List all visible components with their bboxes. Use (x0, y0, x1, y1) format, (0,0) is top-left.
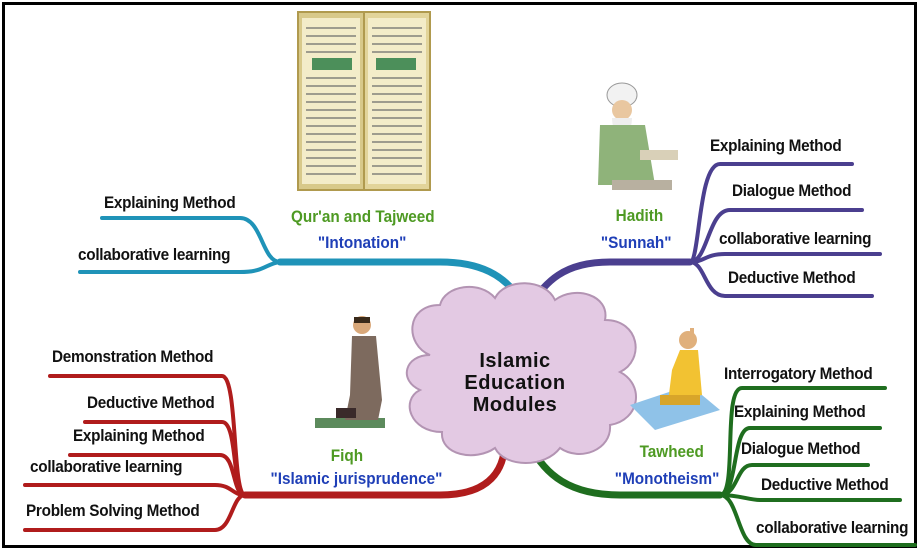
tawheed-title: Tawheed (639, 442, 704, 461)
quran-method-2: collaborative learning (78, 245, 231, 264)
quran-subtitle: "Intonation" (317, 233, 407, 252)
kneeling-man-illustration (315, 316, 385, 428)
tawheed-method-4: Deductive Method (761, 475, 889, 494)
fiqh-title: Fiqh (330, 446, 364, 465)
center-cloud (405, 282, 637, 464)
quran-method-1: Explaining Method (104, 193, 236, 212)
hadith-subtitle: "Sunnah" (600, 233, 672, 252)
fiqh-method-1: Demonstration Method (52, 347, 214, 366)
hadith-method-4: Deductive Method (728, 268, 856, 287)
hadith-method-3: collaborative learning (719, 229, 872, 248)
tawheed-method-5: collaborative learning (756, 518, 909, 537)
quran-title: Qur'an and Tajweed (290, 207, 435, 226)
hadith-method-1: Explaining Method (710, 136, 842, 155)
hadith-title: Hadith (615, 206, 664, 225)
fiqh-branch-lines (23, 374, 509, 532)
fiqh-method-3: Explaining Method (73, 426, 205, 445)
center-line-1: Islamic (479, 350, 551, 372)
tawheed-method-1: Interrogatory Method (724, 364, 873, 383)
center-line-3: Modules (472, 394, 558, 416)
scholar-reading-illustration (598, 82, 678, 190)
fiqh-method-5: Problem Solving Method (26, 501, 200, 520)
fiqh-subtitle: "Islamic jurisprudence" (270, 469, 443, 488)
fiqh-method-4: collaborative learning (30, 457, 183, 476)
hadith-method-2: Dialogue Method (732, 181, 852, 200)
tawheed-method-3: Dialogue Method (741, 439, 861, 458)
fiqh-method-2: Deductive Method (87, 393, 215, 412)
diagram-frame (2, 2, 917, 548)
center-topic: Islamic Education Modules (440, 350, 590, 416)
center-line-2: Education (464, 372, 566, 394)
quran-book-illustration (297, 11, 431, 191)
tawheed-subtitle: "Monotheism" (614, 469, 720, 488)
praying-man-illustration (630, 328, 720, 430)
tawheed-method-2: Explaining Method (734, 402, 866, 421)
